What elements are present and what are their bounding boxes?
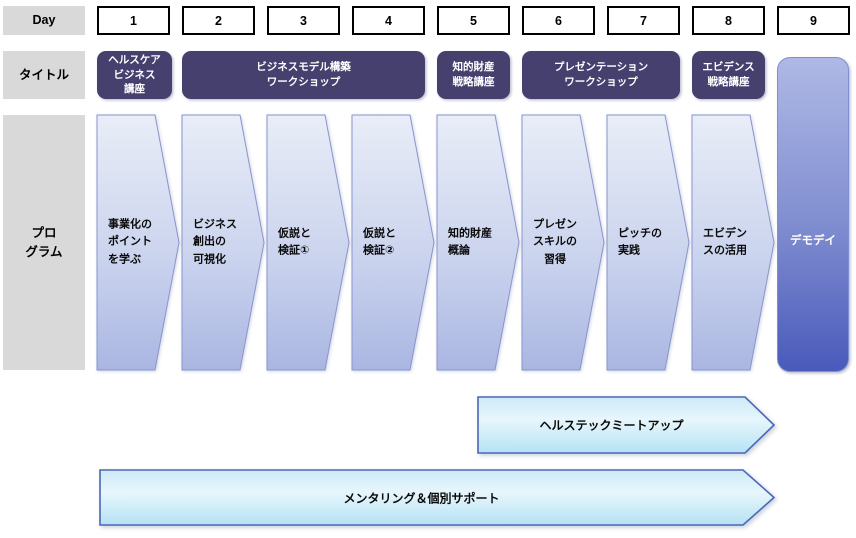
- mentoring-support-label: メンタリング＆個別サポート: [343, 491, 500, 505]
- healthtech-meetup-label: ヘルステックミートアップ: [539, 418, 684, 433]
- program-step-label: ピッチの 実践: [618, 226, 662, 257]
- demo-day-label: デモデイ: [790, 234, 836, 247]
- program-chevron-day7: ピッチの 実践: [606, 114, 690, 371]
- day-box-6: 6: [522, 6, 595, 35]
- chevron-arrow-shape: [266, 114, 350, 371]
- program-chevron-day8: エビデン スの活用: [691, 114, 775, 371]
- program-chevron-day2: ビジネス 創出の 可視化: [181, 114, 265, 371]
- title-ip-strategy-course: 知的財産 戦略講座: [437, 51, 510, 99]
- program-chevron-day6: プレゼン スキルの 習得: [521, 114, 605, 371]
- mentoring-support-banner: メンタリング＆個別サポート: [99, 469, 776, 526]
- chevron-arrow-shape: [96, 114, 180, 371]
- program-row-label: プロ グラム: [3, 115, 85, 370]
- healthtech-meetup-banner: ヘルステックミートアップ: [477, 396, 776, 454]
- day-box-9: 9: [777, 6, 850, 35]
- banner-arrow-shape: [477, 396, 776, 454]
- day-box-8: 8: [692, 6, 765, 35]
- day-row-label: Day: [3, 6, 85, 35]
- day-box-3: 3: [267, 6, 340, 35]
- day-box-2: 2: [182, 6, 255, 35]
- program-step-label: 仮説と 検証①: [278, 226, 311, 257]
- title-healthcare-business-course: ヘルスケア ビジネス 講座: [97, 51, 172, 99]
- program-chevron-day1: 事業化の ポイント を学ぶ: [96, 114, 180, 371]
- day-box-7: 7: [607, 6, 680, 35]
- title-evidence-strategy-course: エビデンス 戦略講座: [692, 51, 765, 99]
- title-presentation-workshop: プレゼンテーション ワークショップ: [522, 51, 680, 99]
- program-step-label: ビジネス 創出の 可視化: [193, 218, 237, 266]
- program-step-label: 知的財産 概論: [448, 226, 492, 257]
- title-row-label: タイトル: [3, 51, 85, 99]
- chevron-arrow-shape: [351, 114, 435, 371]
- demo-day-column: デモデイ: [777, 57, 849, 372]
- program-step-label: 事業化の ポイント を学ぶ: [108, 218, 152, 266]
- day-box-1: 1: [97, 6, 170, 35]
- chevron-arrow-shape: [436, 114, 520, 371]
- day-box-4: 4: [352, 6, 425, 35]
- program-chevron-day5: 知的財産 概論: [436, 114, 520, 371]
- chevron-arrow-shape: [521, 114, 605, 371]
- day-box-5: 5: [437, 6, 510, 35]
- program-step-label: エビデン スの活用: [703, 226, 747, 257]
- chevron-arrow-shape: [606, 114, 690, 371]
- chevron-arrow-shape: [181, 114, 265, 371]
- program-step-label: 仮説と 検証②: [363, 226, 396, 257]
- program-chevron-day4: 仮説と 検証②: [351, 114, 435, 371]
- banner-arrow-shape: [99, 469, 776, 526]
- chevron-arrow-shape: [691, 114, 775, 371]
- title-business-model-workshop: ビジネスモデル構築 ワークショップ: [182, 51, 425, 99]
- program-chevron-day3: 仮説と 検証①: [266, 114, 350, 371]
- program-step-label: プレゼン スキルの 習得: [533, 218, 577, 266]
